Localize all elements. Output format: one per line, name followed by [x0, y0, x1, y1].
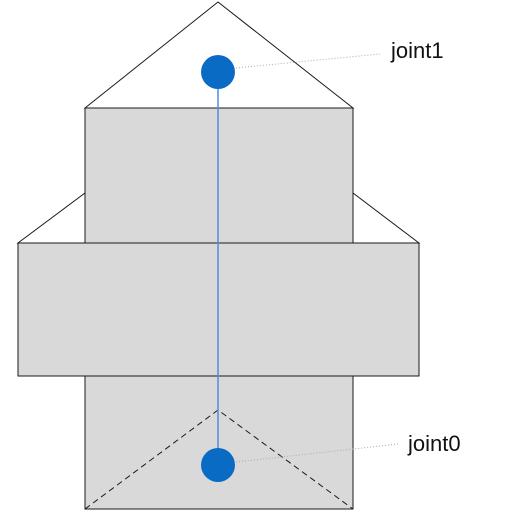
top-triangle — [83, 1, 355, 109]
joint0-label: joint0 — [407, 431, 461, 456]
joint0-marker[interactable] — [201, 448, 235, 482]
joint1-leader-line — [235, 53, 381, 69]
right-wing-triangle — [352, 191, 421, 244]
joint0-leader-line — [235, 443, 399, 463]
lower-block — [84, 375, 354, 510]
left-wing-triangle — [16, 192, 86, 244]
joint1-marker[interactable] — [201, 55, 235, 89]
joint1-label: joint1 — [390, 38, 444, 63]
upper-block — [84, 107, 354, 244]
